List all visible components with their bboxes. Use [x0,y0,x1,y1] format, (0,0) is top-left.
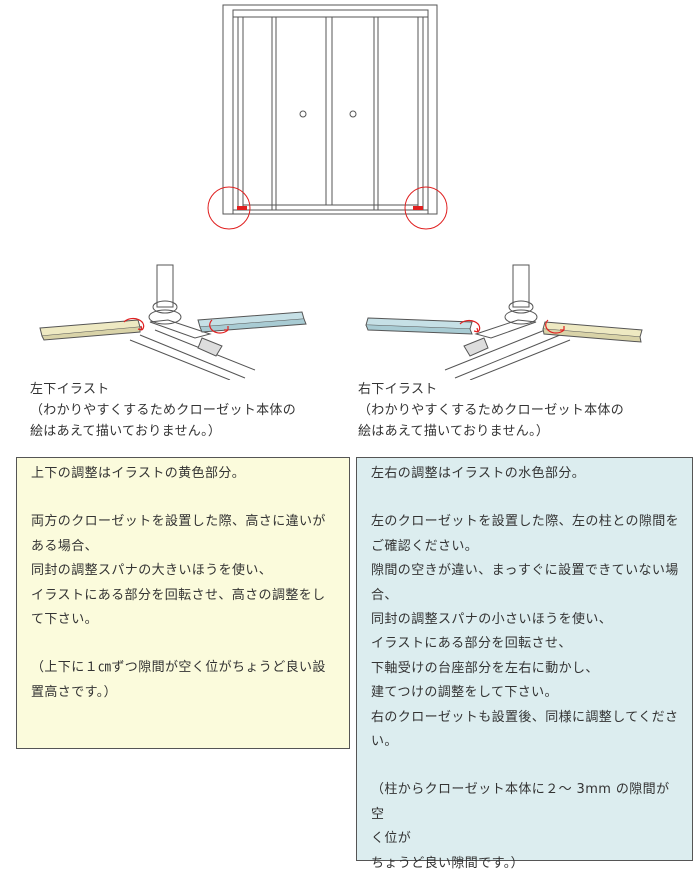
rotate-arrow-right [545,319,565,334]
right-illustration-note-line: 絵はあえて描いておりません。） [358,424,550,439]
left-hinge-marker [237,206,247,210]
rotate-arrow-right [209,319,229,334]
left-illustration-note-line: （わかりやすくするためクローゼット本体の [30,403,297,418]
right-illustration-note-line: （わかりやすくするためクローゼット本体の [358,403,625,418]
instruction-line: ある場合、 [31,538,99,554]
closet-inner-frame [232,9,429,215]
instruction-line: 下軸受けの台座部分を左右に動かし、 [371,660,599,676]
lateral-adjust-instructions: 左右の調整はイラストの水色部分。 左のクローゼットを設置した際、左の柱との隙間を… [356,457,693,871]
instruction-line: 同封の調整スパナの小さいほうを使い、 [371,612,613,628]
instruction-line: い。 [371,734,398,750]
left-highlight-circle [207,186,251,230]
instruction-line: イラストにある部分を回転させ、 [371,636,572,652]
lateral-adjust-part [197,311,307,333]
instruction-line: 右のクローゼットも設置後、同様に調整してくださ [371,709,679,725]
instruction-line: イラストにある部分を回転させ、高さの調整をし [31,587,326,603]
instruction-line: 置高さです。） [31,684,118,700]
height-adjust-instructions: 上下の調整はイラストの黄色部分。 両方のクローゼットを設置した際、高さに違いが … [16,457,350,749]
height-adjust-part [39,319,141,341]
instruction-line: （柱からクローゼット本体に２～ 3mm の隙間が空 [371,782,670,822]
closet-outer-frame [222,4,438,215]
left-illustration-caption: 左下イラスト （わかりやすくするためクローゼット本体の 絵はあえて描いておりませ… [30,379,350,442]
rail-track [444,329,571,380]
right-lower-illustration [365,264,643,380]
right-illustration-title: 右下イラスト [358,382,438,397]
rotate-arrow-left [459,319,481,333]
left-lower-illustration [39,264,307,380]
left-door-knob [299,110,307,118]
left-illustration-title: 左下イラスト [30,382,110,397]
height-adjust-part [542,321,643,343]
right-highlight-circle [404,186,448,230]
instruction-line: 合、 [371,587,398,603]
instruction-line: 左右の調整はイラストの水色部分。 [371,466,586,481]
instruction-line: 同封の調整スパナの大きいほうを使い、 [31,563,273,579]
instruction-line: 隙間の空きが違い、まっすぐに設置できていない場 [371,563,679,579]
right-hinge-marker [413,206,423,210]
right-door-knob [349,110,357,118]
rotate-arrow-left [123,317,145,331]
instruction-line: 左のクローゼットを設置した際、左の柱との隙間を [371,514,680,530]
instruction-line: く位が [371,831,412,847]
instruction-line: 両方のクローゼットを設置した際、高さに違いが [31,514,326,530]
left-illustration-note-line: 絵はあえて描いておりません。） [30,424,222,439]
instruction-line: ちょうど良い隙間です。） [371,855,525,871]
instruction-line: ご確認ください。 [371,538,479,554]
instruction-line: 建てつけの調整をして下さい。 [371,685,558,701]
lateral-adjust-part [365,317,473,335]
closet-front-diagram [207,4,448,230]
instruction-line: （上下に１㎝ずつ隙間が空く位がちょうど良い設 [31,660,326,676]
instruction-line: 上下の調整はイラストの黄色部分。 [31,466,246,481]
instruction-line: て下さい。 [31,612,99,628]
right-illustration-caption: 右下イラスト （わかりやすくするためクローゼット本体の 絵はあえて描いておりませ… [358,379,688,442]
